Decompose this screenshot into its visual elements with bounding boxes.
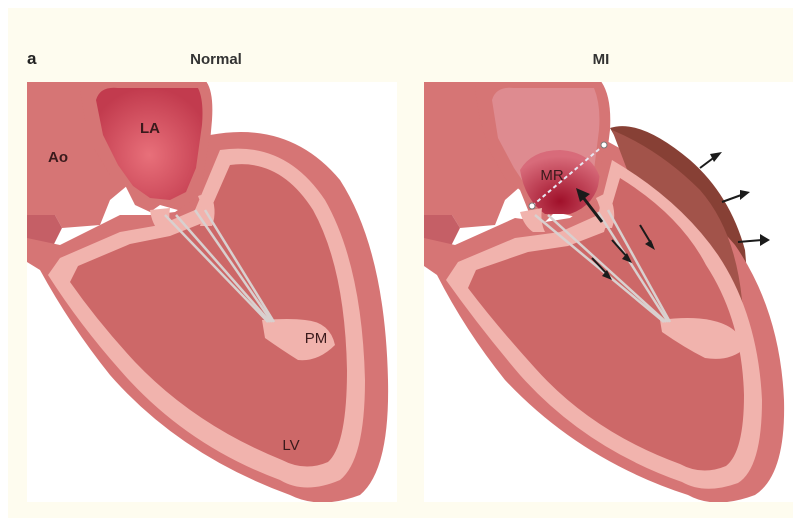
label-left-atrium: LA: [140, 120, 160, 137]
label-papillary-muscle: PM: [305, 330, 328, 347]
panel-letter: a: [27, 49, 37, 68]
annulus-point-posterior: [601, 142, 607, 148]
panel-title-mi: MI: [593, 51, 610, 68]
label-mitral-regurgitation: MR: [540, 167, 563, 184]
annulus-point-anterior: [529, 203, 535, 209]
label-aorta: Ao: [48, 149, 68, 166]
label-left-ventricle: LV: [282, 437, 299, 454]
panel-title-normal: Normal: [190, 51, 242, 68]
